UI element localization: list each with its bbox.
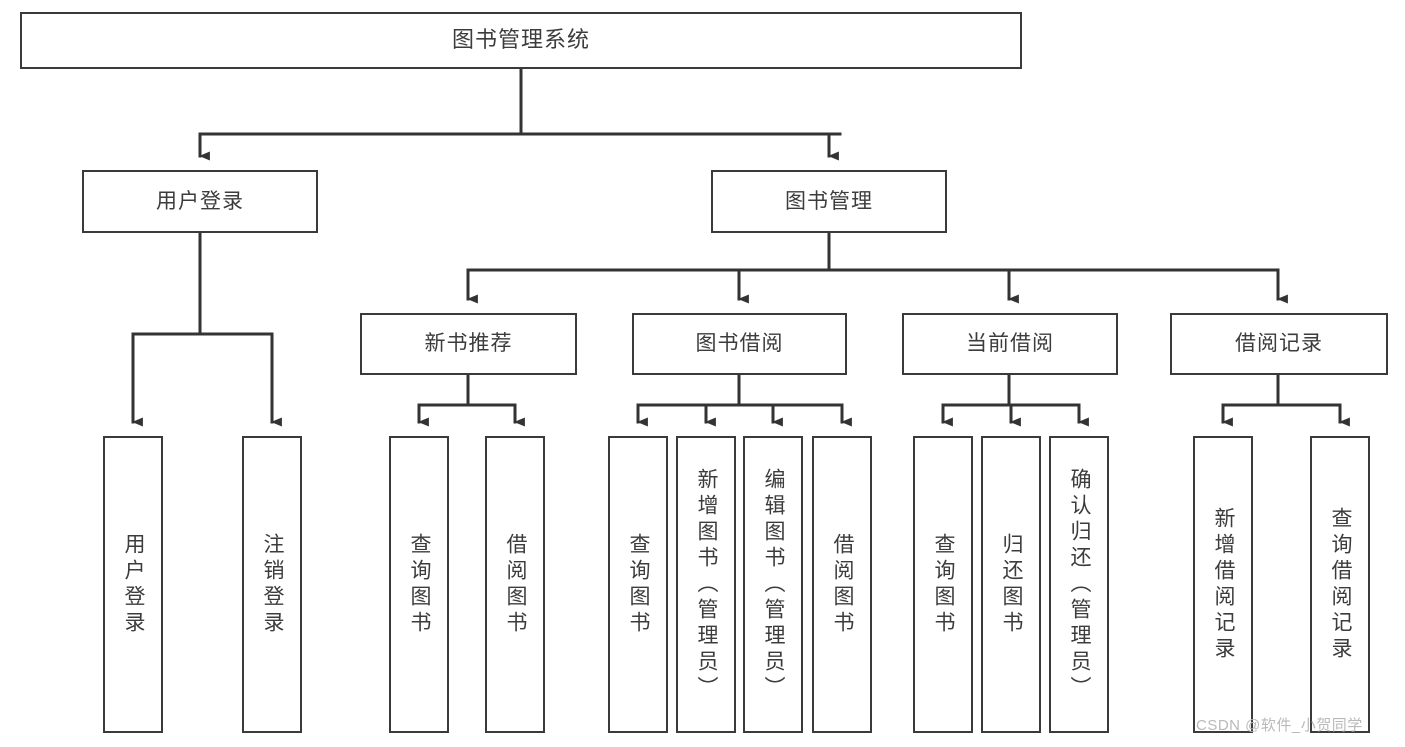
leaf-user-logout[interactable]: 注销登录 xyxy=(242,436,302,733)
leaf-records-query-record[interactable]: 查询借阅记录 xyxy=(1310,436,1370,733)
leaf-borrow-borrow-book[interactable]: 借阅图书 xyxy=(812,436,872,733)
node-user-login[interactable]: 用户登录 xyxy=(82,170,318,233)
node-book-borrow[interactable]: 图书借阅 xyxy=(632,313,847,375)
node-borrow-records[interactable]: 借阅记录 xyxy=(1170,313,1388,375)
node-current-borrow[interactable]: 当前借阅 xyxy=(902,313,1118,375)
node-book-management[interactable]: 图书管理 xyxy=(711,170,947,233)
leaf-current-query-book[interactable]: 查询图书 xyxy=(913,436,973,733)
node-new-book-recommend[interactable]: 新书推荐 xyxy=(360,313,577,375)
leaf-borrow-edit-book-admin[interactable]: 编辑图书（管理员） xyxy=(743,436,803,733)
leaf-newbook-borrow-book[interactable]: 借阅图书 xyxy=(485,436,545,733)
leaf-user-login[interactable]: 用户登录 xyxy=(103,436,163,733)
leaf-borrow-query-book[interactable]: 查询图书 xyxy=(608,436,668,733)
leaf-records-add-record[interactable]: 新增借阅记录 xyxy=(1193,436,1253,733)
node-root[interactable]: 图书管理系统 xyxy=(20,12,1022,69)
leaf-current-return-book[interactable]: 归还图书 xyxy=(981,436,1041,733)
leaf-newbook-query-book[interactable]: 查询图书 xyxy=(389,436,449,733)
leaf-current-confirm-return-admin[interactable]: 确认归还（管理员） xyxy=(1049,436,1109,733)
leaf-borrow-add-book-admin[interactable]: 新增图书（管理员） xyxy=(676,436,736,733)
